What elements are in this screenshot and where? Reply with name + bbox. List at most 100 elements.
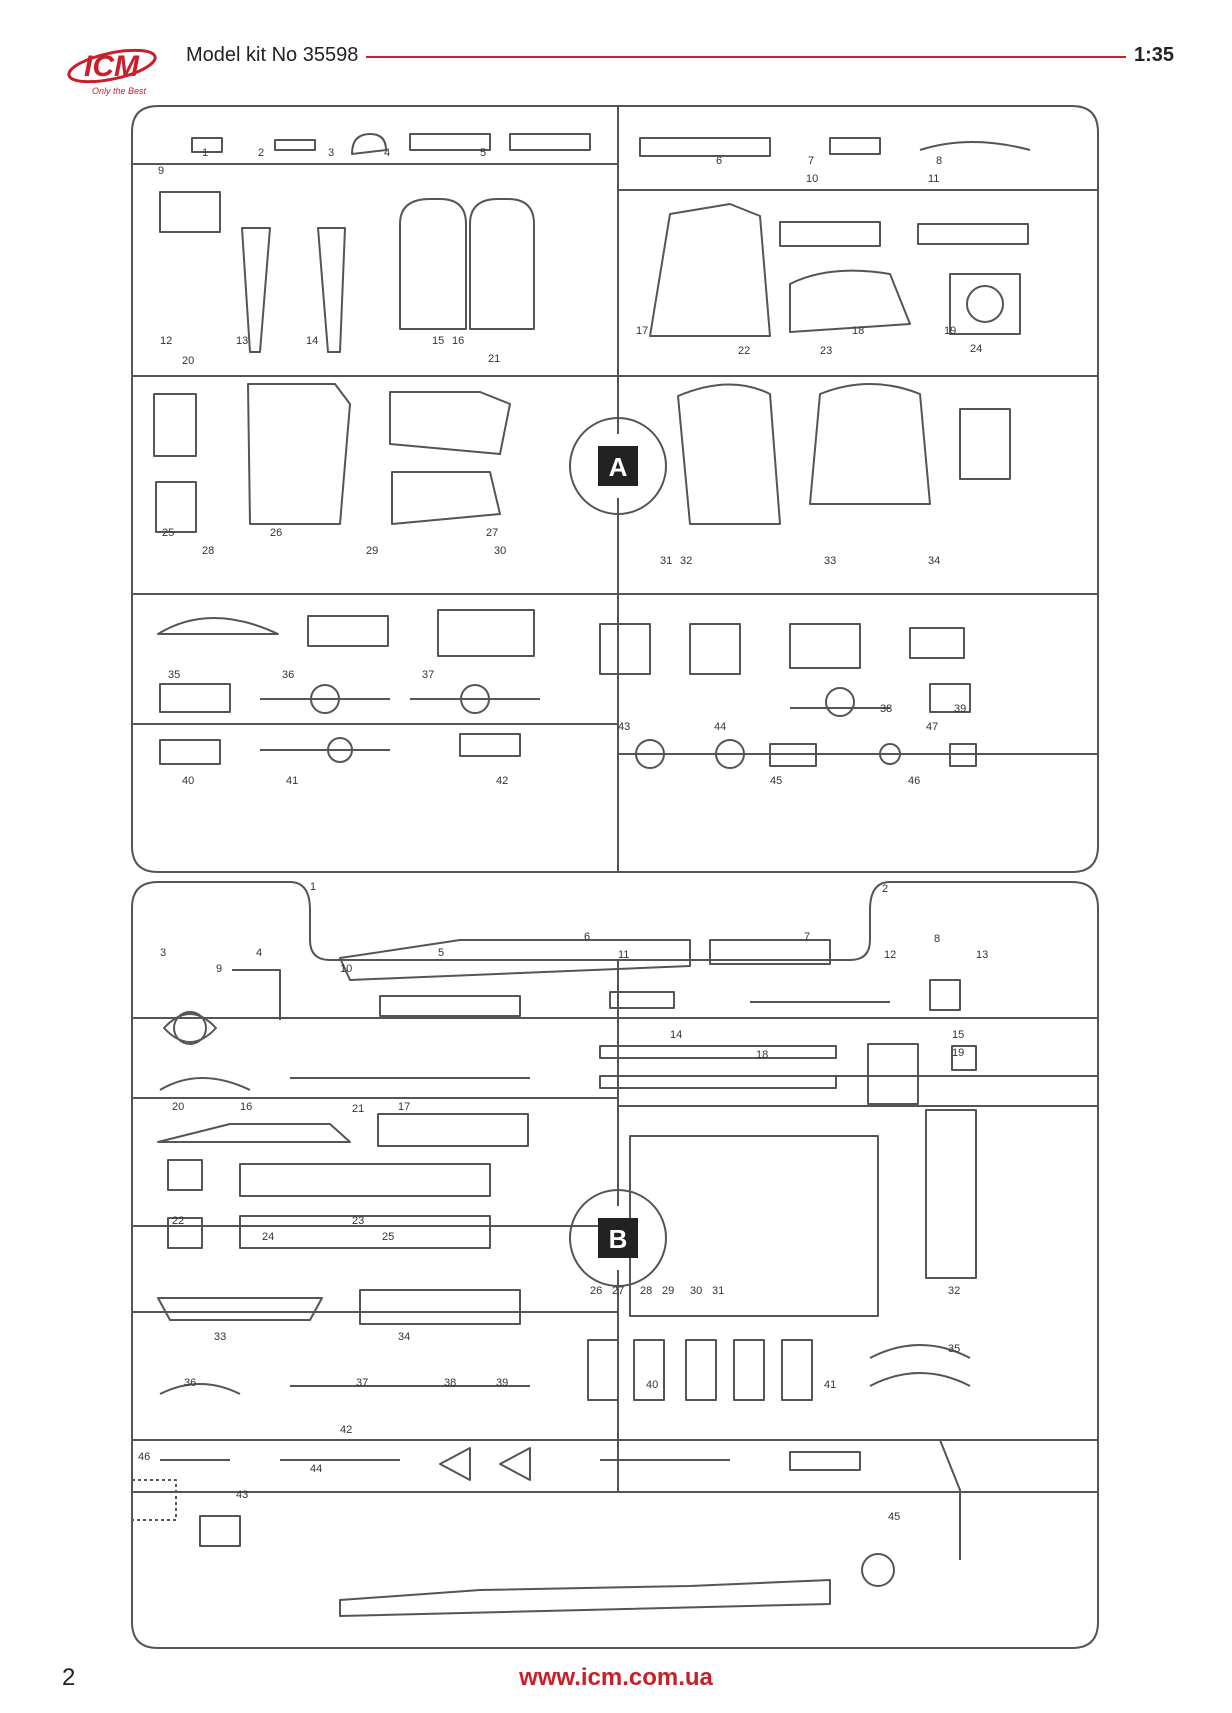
part-number-label: 13	[236, 335, 248, 347]
part-number-label: 41	[286, 775, 298, 787]
part-number-label: 3	[160, 947, 166, 959]
part-number-label: 40	[646, 1379, 658, 1391]
part-number-label: 12	[160, 335, 172, 347]
part-number-label: 29	[366, 545, 378, 557]
part-number-label: 46	[138, 1451, 150, 1463]
logo-tagline: Only the Best	[92, 86, 147, 96]
part-number-label: 17	[636, 325, 648, 337]
part-number-label: 19	[952, 1047, 964, 1059]
part-number-label: 26	[270, 527, 282, 539]
part-number-label: 30	[494, 545, 506, 557]
part-number-label: 36	[282, 669, 294, 681]
part-number-label: 2	[882, 883, 888, 895]
part-number-label: 6	[716, 155, 722, 167]
part-number-label: 45	[770, 775, 782, 787]
part-number-label: 30	[690, 1285, 702, 1297]
part-number-label: 4	[384, 147, 390, 159]
part-number-label: 42	[496, 775, 508, 787]
part-number-label: 34	[398, 1331, 410, 1343]
part-number-label: 8	[934, 933, 940, 945]
part-number-label: 45	[888, 1511, 900, 1523]
logo-text: ICM	[84, 50, 140, 83]
part-number-label: 33	[214, 1331, 226, 1343]
part-number-label: 13	[976, 949, 988, 961]
part-number-label: 3	[328, 147, 334, 159]
part-number-label: 42	[340, 1424, 352, 1436]
scale-label: 1:35	[1134, 44, 1175, 66]
part-number-label: 18	[756, 1049, 768, 1061]
part-number-label: 39	[954, 703, 966, 715]
part-number-label: 24	[970, 343, 982, 355]
header-rule	[366, 56, 1126, 58]
part-number-label: 1	[310, 881, 316, 893]
part-number-label: 23	[352, 1215, 364, 1227]
part-number-label: 12	[884, 949, 896, 961]
part-number-label: 31	[712, 1285, 724, 1297]
part-number-label: 27	[486, 527, 498, 539]
part-number-label: 17	[398, 1101, 410, 1113]
part-number-label: 38	[444, 1377, 456, 1389]
part-number-label: 15	[432, 335, 444, 347]
part-number-label: 14	[306, 335, 318, 347]
part-number-label: 5	[438, 947, 444, 959]
part-number-label: 47	[926, 721, 938, 733]
part-number-label: 43	[618, 721, 630, 733]
part-number-label: 5	[480, 147, 486, 159]
icm-logo: ICM Only the Best	[62, 44, 172, 100]
part-number-label: 32	[948, 1285, 960, 1297]
part-number-label: 28	[202, 545, 214, 557]
part-number-label: 16	[452, 335, 464, 347]
part-number-label: 25	[162, 527, 174, 539]
part-number-label: 19	[944, 325, 956, 337]
footer-url[interactable]: www.icm.com.ua	[519, 1664, 713, 1691]
part-number-label: 23	[820, 345, 832, 357]
part-number-label: 44	[714, 721, 726, 733]
part-number-label: 15	[952, 1029, 964, 1041]
part-number-label: 21	[488, 353, 500, 365]
part-number-label: 29	[662, 1285, 674, 1297]
part-number-label: 14	[670, 1029, 682, 1041]
part-number-label: 10	[806, 173, 818, 185]
part-number-label: 37	[422, 669, 434, 681]
part-number-label: 8	[936, 155, 942, 167]
part-number-label: 22	[172, 1215, 184, 1227]
part-number-label: 31	[660, 555, 672, 567]
part-number-label: 2	[258, 147, 264, 159]
part-number-label: 16	[240, 1101, 252, 1113]
part-number-label: 28	[640, 1285, 652, 1297]
part-number-label: 20	[182, 355, 194, 367]
part-number-label: 35	[168, 669, 180, 681]
part-number-label: 18	[852, 325, 864, 337]
part-number-label: 6	[584, 931, 590, 943]
part-number-label: 35	[948, 1343, 960, 1355]
kit-number: Model kit No 35598	[186, 44, 359, 66]
part-number-label: 1	[202, 147, 208, 159]
sprue-a-badge: A	[609, 452, 628, 482]
part-number-label: 27	[612, 1285, 624, 1297]
sprue-a-badge-box	[598, 446, 638, 486]
icm-logo-mark: ICM Only the Best	[67, 48, 157, 96]
page-header: ICM Only the Best Model kit No 35598 1:3…	[0, 0, 1232, 100]
part-number-label: 36	[184, 1377, 196, 1389]
part-number-label: 7	[808, 155, 814, 167]
part-number-label: 38	[880, 703, 892, 715]
part-number-label: 40	[182, 775, 194, 787]
part-number-label: 21	[352, 1103, 364, 1115]
part-number-label: 24	[262, 1231, 274, 1243]
part-number-label: 41	[824, 1379, 836, 1391]
part-number-label: 37	[356, 1377, 368, 1389]
part-number-label: 7	[804, 931, 810, 943]
part-number-label: 39	[496, 1377, 508, 1389]
page-number: 2	[62, 1664, 76, 1691]
part-number-label: 46	[908, 775, 920, 787]
sprue-b-badge-box	[598, 1218, 638, 1258]
part-number-label: 44	[310, 1463, 322, 1475]
part-number-label: 43	[236, 1489, 248, 1501]
part-number-label: 32	[680, 555, 692, 567]
part-number-label: 11	[618, 949, 629, 961]
part-number-label: 10	[340, 963, 352, 975]
part-number-label: 20	[172, 1101, 184, 1113]
part-number-label: 34	[928, 555, 940, 567]
